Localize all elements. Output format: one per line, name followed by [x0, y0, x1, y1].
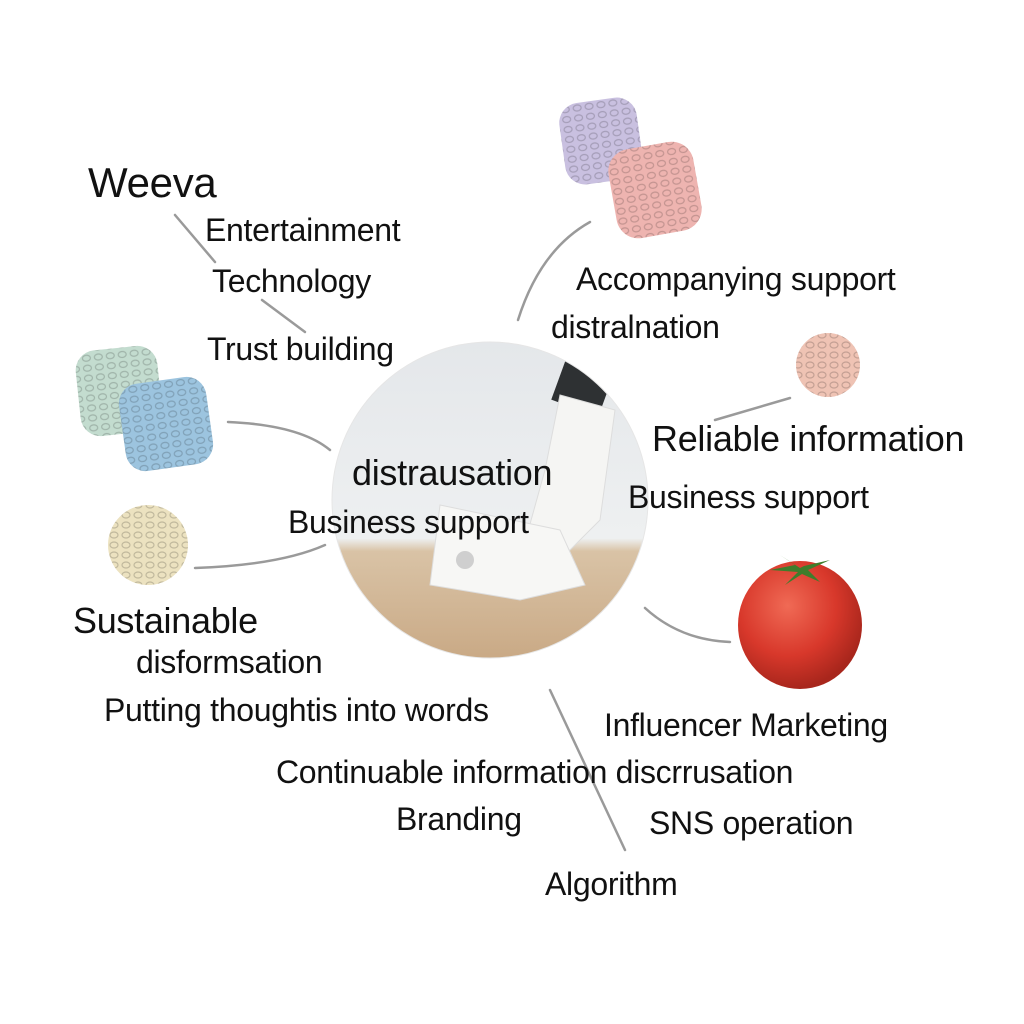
- center-photo: [332, 342, 648, 658]
- connector-line: [260, 298, 307, 334]
- label-disformsation: disformsation: [136, 644, 323, 680]
- label-trust-building: Trust building: [207, 331, 394, 367]
- connector-line: [643, 606, 732, 644]
- connector-line: [548, 688, 627, 852]
- label-business-support-center: Business support: [288, 504, 529, 540]
- label-distrausation: distrausation: [352, 452, 553, 493]
- label-sns-operation: SNS operation: [649, 805, 854, 841]
- label-putting-thoughts: Putting thoughtis into words: [104, 692, 489, 728]
- label-business-support-right: Business support: [628, 479, 869, 515]
- tomato-icon: [738, 555, 862, 689]
- label-sustainable: Sustainable: [73, 600, 258, 641]
- diagram-title: Weeva: [88, 159, 217, 206]
- connector-line: [193, 543, 327, 570]
- yellow-disc-icon: [108, 505, 188, 585]
- label-branding: Branding: [396, 801, 522, 837]
- connector-line: [226, 420, 332, 452]
- label-continuable: Continuable information discrrusation: [276, 754, 794, 790]
- label-algorithm: Algorithm: [545, 866, 678, 902]
- label-influencer-marketing: Influencer Marketing: [604, 707, 888, 743]
- pink-tile-icon: [608, 141, 702, 239]
- connector-line: [173, 213, 217, 264]
- label-reliable-information: Reliable information: [652, 418, 965, 459]
- label-entertainment: Entertainment: [205, 212, 401, 248]
- label-technology: Technology: [212, 263, 371, 299]
- peach-disc-icon: [796, 333, 860, 397]
- blue-tile-icon: [118, 376, 214, 472]
- connector-line: [713, 396, 792, 422]
- label-distralnation: distralnation: [551, 309, 720, 345]
- connector-line: [516, 220, 592, 322]
- label-accompanying-support: Accompanying support: [576, 261, 896, 297]
